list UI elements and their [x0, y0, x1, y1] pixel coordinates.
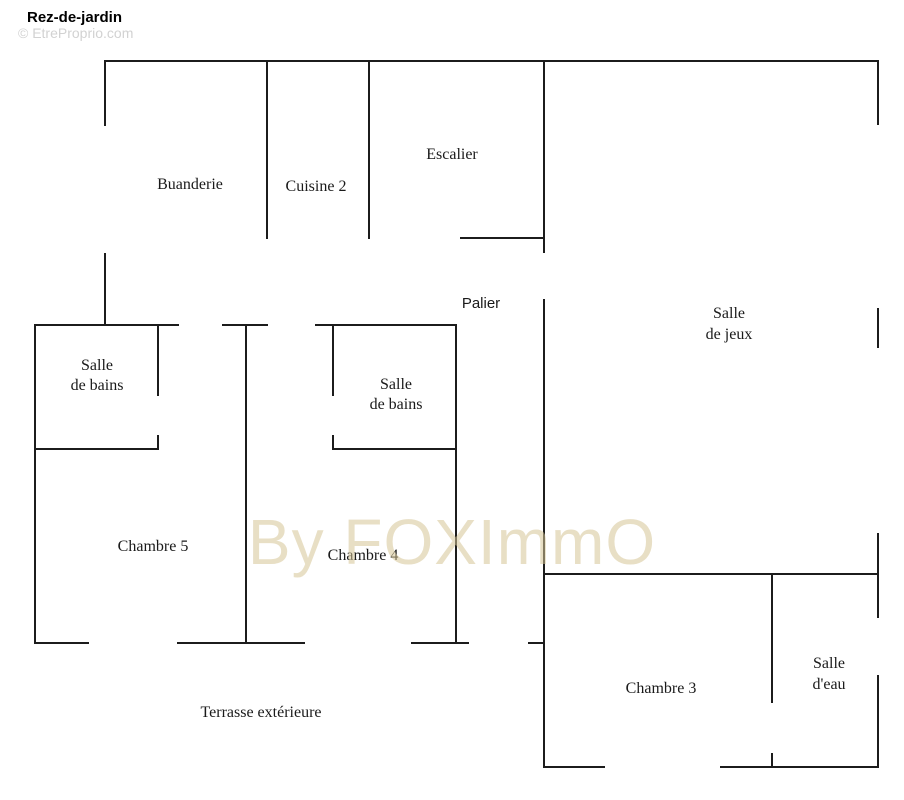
label-salle-de-bains-1a: Salle — [81, 357, 113, 374]
label-salle-de-jeux-1: Salle — [713, 305, 745, 322]
plan-title: Rez-de-jardin — [27, 9, 123, 26]
label-salle-de-bains-2b: de bains — [370, 396, 423, 413]
room-labels: Buanderie Cuisine 2 Escalier Palier Sall… — [71, 146, 846, 721]
label-salle-de-jeux-2: de jeux — [706, 326, 753, 343]
label-escalier: Escalier — [426, 146, 478, 163]
walls — [34, 60, 879, 768]
wall-top — [104, 60, 879, 126]
label-terrasse: Terrasse extérieure — [200, 704, 321, 721]
label-salle-deau-2: d'eau — [812, 676, 845, 693]
label-chambre-4: Chambre 4 — [328, 547, 399, 564]
label-chambre-3: Chambre 3 — [626, 680, 697, 697]
label-salle-deau-1: Salle — [813, 655, 845, 672]
wall-escalier-east — [460, 60, 545, 253]
label-cuisine-2: Cuisine 2 — [286, 178, 347, 195]
copyright-watermark: © EtreProprio.com — [18, 25, 134, 41]
label-palier: Palier — [462, 295, 500, 312]
label-salle-de-bains-1b: de bains — [71, 377, 124, 394]
label-salle-de-bains-2a: Salle — [380, 376, 412, 393]
label-chambre-5: Chambre 5 — [118, 538, 189, 555]
label-buanderie: Buanderie — [157, 176, 223, 193]
